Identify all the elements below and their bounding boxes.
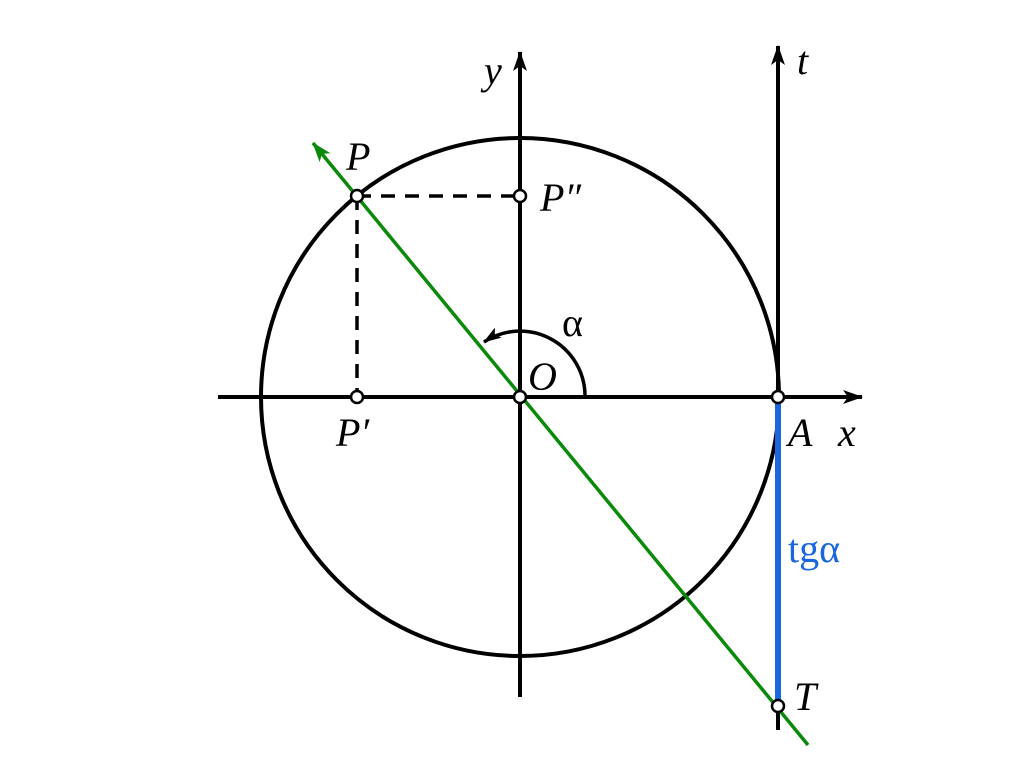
label-point-p: P xyxy=(345,134,370,179)
angle-alpha-arc xyxy=(483,327,587,398)
label-origin: O xyxy=(528,354,557,399)
line-op xyxy=(311,141,810,747)
label-t-axis: t xyxy=(797,38,809,83)
point-a xyxy=(770,389,786,405)
label-point-t: T xyxy=(794,674,819,719)
label-tangent-segment: tgα xyxy=(788,526,840,571)
label-point-p-prime: P′ xyxy=(335,410,370,455)
point-p xyxy=(349,188,365,204)
label-y-axis: y xyxy=(480,48,502,93)
point-t xyxy=(770,698,786,714)
label-point-p-double-prime: P″ xyxy=(539,175,582,220)
point-p-double-prime xyxy=(512,188,528,204)
label-point-a: A xyxy=(785,410,813,455)
label-angle-alpha: α xyxy=(562,300,583,345)
label-x-axis: x xyxy=(837,410,856,455)
point-o xyxy=(512,389,528,405)
point-p-prime xyxy=(349,389,365,405)
